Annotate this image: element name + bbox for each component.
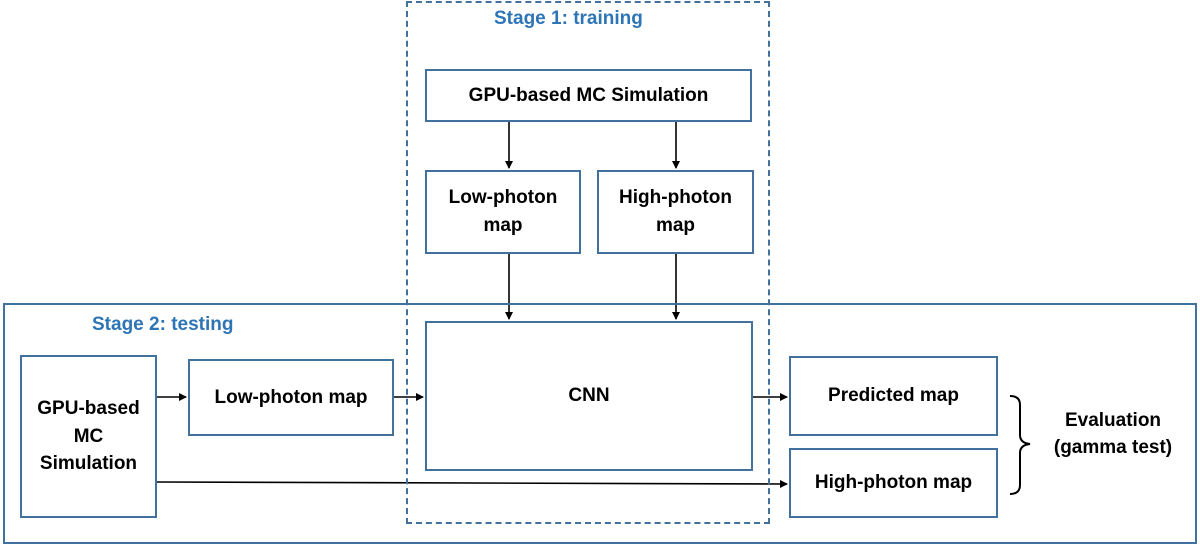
- low-photon-map-training-label: Low-photon map: [448, 187, 558, 236]
- stage-1-training-region: [406, 1, 770, 524]
- cnn-box: CNN: [425, 321, 753, 471]
- evaluation-label: Evaluation (gamma test): [1053, 410, 1173, 458]
- high-photon-map-training-box: High-photon map: [597, 170, 754, 254]
- gpu-mc-simulation-training-label: GPU-based MC Simulation: [468, 84, 709, 106]
- gpu-mc-simulation-testing-label: GPU-based MC Simulation: [37, 398, 140, 475]
- high-photon-map-testing-label: High-photon map: [814, 472, 973, 494]
- stage-2-label: Stage 2: testing: [92, 314, 234, 335]
- gpu-mc-simulation-testing-box: GPU-based MC Simulation: [20, 355, 157, 518]
- low-photon-map-training-box: Low-photon map: [425, 170, 581, 254]
- arrow-sim-to-high-photon-test: [156, 479, 788, 488]
- stage-1-label: Stage 1: training: [494, 8, 643, 29]
- evaluation-brace: [1009, 395, 1031, 495]
- cnn-label: CNN: [568, 385, 610, 407]
- low-photon-map-testing-label: Low-photon map: [214, 386, 368, 408]
- predicted-map-label: Predicted map: [828, 385, 959, 407]
- predicted-map-box: Predicted map: [789, 356, 998, 436]
- low-photon-map-testing-box: Low-photon map: [188, 359, 394, 436]
- gpu-mc-simulation-training-box: GPU-based MC Simulation: [425, 69, 752, 122]
- high-photon-map-testing-box: High-photon map: [789, 448, 998, 518]
- stage-2-testing-region: [3, 303, 1197, 544]
- high-photon-map-training-label: High-photon map: [619, 187, 732, 236]
